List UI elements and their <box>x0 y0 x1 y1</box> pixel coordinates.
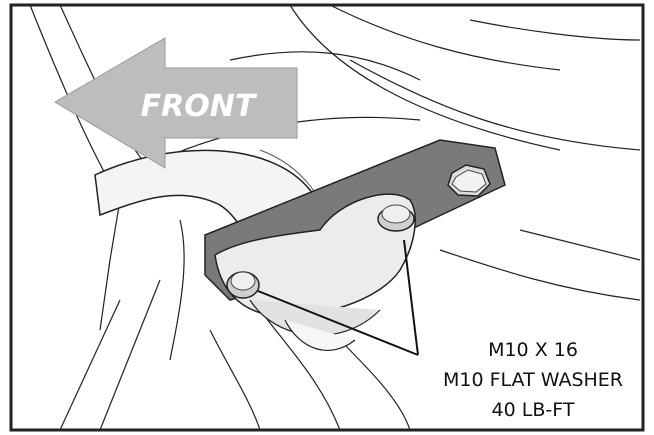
callout-bolt-size: M10 X 16 <box>488 339 578 361</box>
front-arrow-label: FRONT <box>141 89 258 124</box>
callout-washer: M10 FLAT WASHER <box>442 369 624 391</box>
front-direction-arrow: FRONT <box>54 37 298 169</box>
bolt-lower <box>226 271 260 299</box>
fastener-callout: M10 X 16 M10 FLAT WASHER 40 LB-FT <box>418 338 648 428</box>
bolt-rear <box>447 164 491 197</box>
callout-leader-lines <box>257 239 419 356</box>
bolt-upper <box>377 204 415 232</box>
callout-torque: 40 LB-FT <box>491 399 575 421</box>
